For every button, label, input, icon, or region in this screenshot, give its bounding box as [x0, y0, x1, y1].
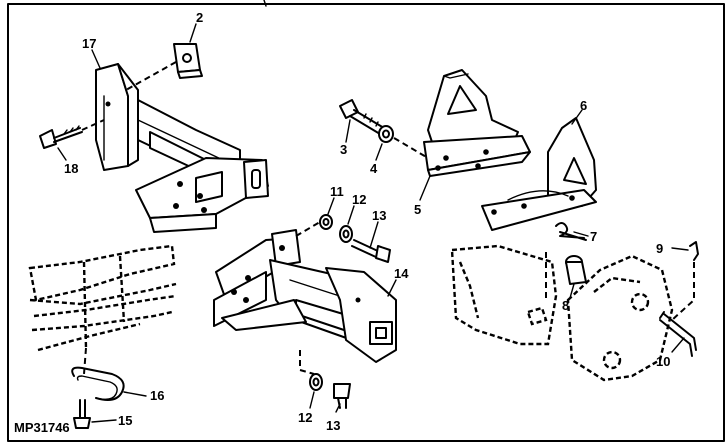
callout-16: 16 [150, 388, 164, 403]
part-12-lockwasher-bottom-hole [312, 377, 320, 387]
part-3-bolt [339, 99, 385, 135]
callout-15: 15 [118, 413, 132, 428]
callout-6: 6 [580, 98, 587, 113]
part-12-lockwasher-top-hole [342, 229, 350, 239]
part-8-pin [565, 255, 587, 285]
tractor-frame-left-ghost [28, 244, 177, 352]
leader-16-to-frame [83, 347, 87, 375]
part-6-bracket [481, 117, 597, 231]
frame-tick [263, 0, 267, 7]
part-13-bolt-bottom [333, 383, 351, 409]
diagram-frame [7, 3, 725, 442]
callout-9: 9 [656, 241, 663, 256]
leader-12-bottom [299, 350, 315, 375]
part-14-lower-hitch-bracket [213, 229, 397, 363]
tractor-frame-right-ghost [450, 244, 674, 382]
callout-12-bottom: 12 [298, 410, 312, 425]
callout-5: 5 [414, 202, 421, 217]
callout-3: 3 [340, 142, 347, 157]
part-18-bolt [39, 125, 83, 149]
leader-11-to-14 [295, 221, 321, 237]
leader-18-to-17 [81, 119, 105, 131]
part-17-upper-hitch-bracket [95, 63, 269, 233]
part-10-rod [659, 311, 697, 357]
callout-7: 7 [590, 229, 597, 244]
leader-9-frame [671, 262, 695, 321]
figure-id: MP31746 [14, 420, 70, 435]
callout-18: 18 [64, 161, 78, 176]
part-13-bolt-top [351, 239, 391, 263]
callout-8: 8 [562, 298, 569, 313]
part-2-nut-plate [173, 43, 203, 79]
callout-2: 2 [196, 10, 203, 25]
callout-13-top: 13 [372, 208, 386, 223]
callout-13-bottom: 13 [326, 418, 340, 433]
part-15-bolt [73, 399, 91, 429]
part-16-clip-inner [76, 375, 118, 401]
callout-12-top: 12 [352, 192, 366, 207]
callout-4: 4 [370, 161, 378, 176]
part-5-bracket [423, 69, 531, 177]
part-4-washer-hole [382, 129, 390, 139]
callout-leaders [57, 23, 689, 423]
callout-14: 14 [394, 266, 409, 281]
part-16-clip [71, 366, 125, 401]
part-9-cotter-pin [689, 241, 699, 261]
part-7-hairpin-clip [555, 222, 587, 241]
callout-17: 17 [82, 36, 96, 51]
callout-11: 11 [330, 184, 344, 199]
part-11-washer-hole [322, 218, 330, 226]
leader-4-to-5 [393, 137, 429, 159]
callout-10: 10 [656, 354, 670, 369]
